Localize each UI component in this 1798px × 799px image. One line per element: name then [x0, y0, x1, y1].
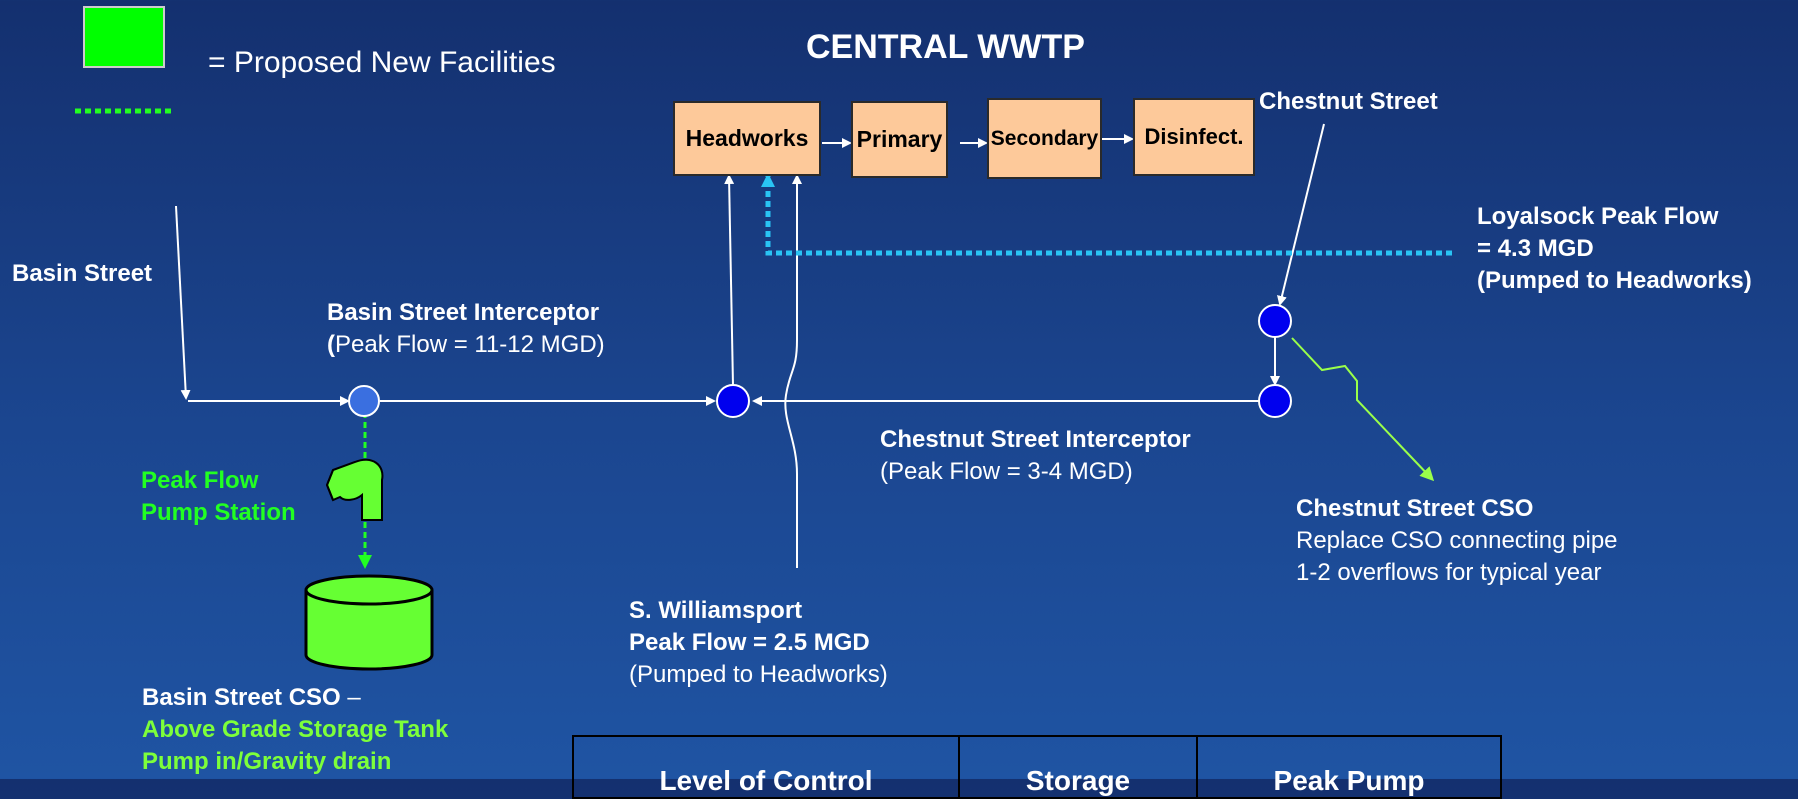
chestnut-cso-line-2: 1-2 overflows for typical year	[1296, 559, 1602, 586]
williamsport-line-3: (Pumped to Headworks)	[629, 661, 888, 688]
junction-node	[716, 384, 750, 418]
williamsport-line-2: Peak Flow = 2.5 MGD	[629, 629, 870, 656]
williamsport-label: S. Williamsport Peak Flow = 2.5 MGD (Pum…	[629, 595, 888, 691]
disinfect-label: Disinfect.	[1144, 124, 1244, 149]
chestnut-street-pipe	[1277, 123, 1325, 306]
basin-interceptor-flow-line: (Peak Flow = 11-12 MGD)	[327, 329, 605, 361]
control-table: Level of Control Storage Peak Pump	[572, 735, 1502, 799]
chestnut-upper-node	[1258, 304, 1292, 338]
basin-cso-label: Basin Street CSO – Above Grade Storage T…	[142, 682, 448, 778]
basin-interceptor-name: Basin Street Interceptor	[327, 299, 600, 326]
williamsport-line-1: S. Williamsport	[629, 597, 803, 624]
basin-street-pipe	[175, 205, 191, 400]
headworks-box: Headworks	[673, 101, 821, 176]
loyalsock-dotted-line	[761, 173, 1452, 256]
basin-node	[348, 385, 380, 417]
control-table-header-row: Level of Control Storage Peak Pump	[572, 735, 1502, 799]
chestnut-interceptor-label: Chestnut Street Interceptor (Peak Flow =…	[880, 424, 1191, 488]
williamsport-pipe	[784, 174, 802, 568]
basin-cso-line-2: Pump in/Gravity drain	[142, 748, 392, 775]
table-header-level: Level of Control	[572, 735, 960, 799]
primary-label: Primary	[856, 126, 943, 152]
table-header-storage: Storage	[958, 735, 1198, 799]
chestnut-lower-node	[1258, 384, 1292, 418]
flow-diagram	[75, 108, 1452, 671]
basin-interceptor-label: Basin Street Interceptor (Peak Flow = 11…	[327, 297, 605, 361]
disinfect-box: Disinfect.	[1133, 98, 1255, 176]
pump-station-line-1: Peak Flow	[141, 467, 259, 494]
page-title: CENTRAL WWTP	[806, 28, 1085, 66]
chestnut-interceptor-name: Chestnut Street Interceptor	[880, 426, 1191, 453]
table-header-peak-pump: Peak Pump	[1196, 735, 1502, 799]
secondary-box: Secondary	[987, 98, 1102, 179]
loyalsock-line-2: = 4.3 MGD	[1477, 235, 1594, 262]
chestnut-cso-name: Chestnut Street CSO	[1296, 495, 1534, 522]
chestnut-street-label: Chestnut Street	[1259, 88, 1438, 115]
legend-green-box	[83, 6, 165, 68]
basin-cso-line-1: Above Grade Storage Tank	[142, 716, 449, 743]
loyalsock-label: Loyalsock Peak Flow = 4.3 MGD (Pumped to…	[1477, 201, 1752, 297]
primary-box: Primary	[851, 101, 948, 178]
loyalsock-line-1: Loyalsock Peak Flow	[1477, 203, 1719, 230]
pump-station-label: Peak Flow Pump Station	[141, 465, 296, 529]
basin-cso-dash: –	[340, 684, 361, 711]
basin-interceptor-paren: (	[327, 331, 335, 358]
basin-cso-name: Basin Street CSO	[142, 684, 341, 711]
basin-street-label: Basin Street	[12, 260, 153, 287]
chestnut-interceptor-flow: (Peak Flow = 3-4 MGD)	[880, 458, 1133, 485]
chestnut-cso-label: Chestnut Street CSO Replace CSO connecti…	[1296, 493, 1618, 589]
storage-tank-icon	[304, 574, 434, 671]
basin-interceptor-flow: Peak Flow = 11-12 MGD)	[335, 331, 605, 358]
basin-cso-title-line: Basin Street CSO –	[142, 682, 448, 714]
chestnut-cso-line-1: Replace CSO connecting pipe	[1296, 527, 1618, 554]
node-to-headworks	[724, 174, 735, 387]
loyalsock-line-3: (Pumped to Headworks)	[1477, 267, 1752, 294]
secondary-label: Secondary	[990, 126, 1099, 150]
pump-station-line-2: Pump Station	[141, 499, 296, 526]
headworks-label: Headworks	[685, 125, 809, 151]
pump-icon	[325, 458, 384, 521]
legend-proposed-label: = Proposed New Facilities	[208, 46, 556, 79]
chestnut-cso-pipe	[1291, 337, 1435, 482]
